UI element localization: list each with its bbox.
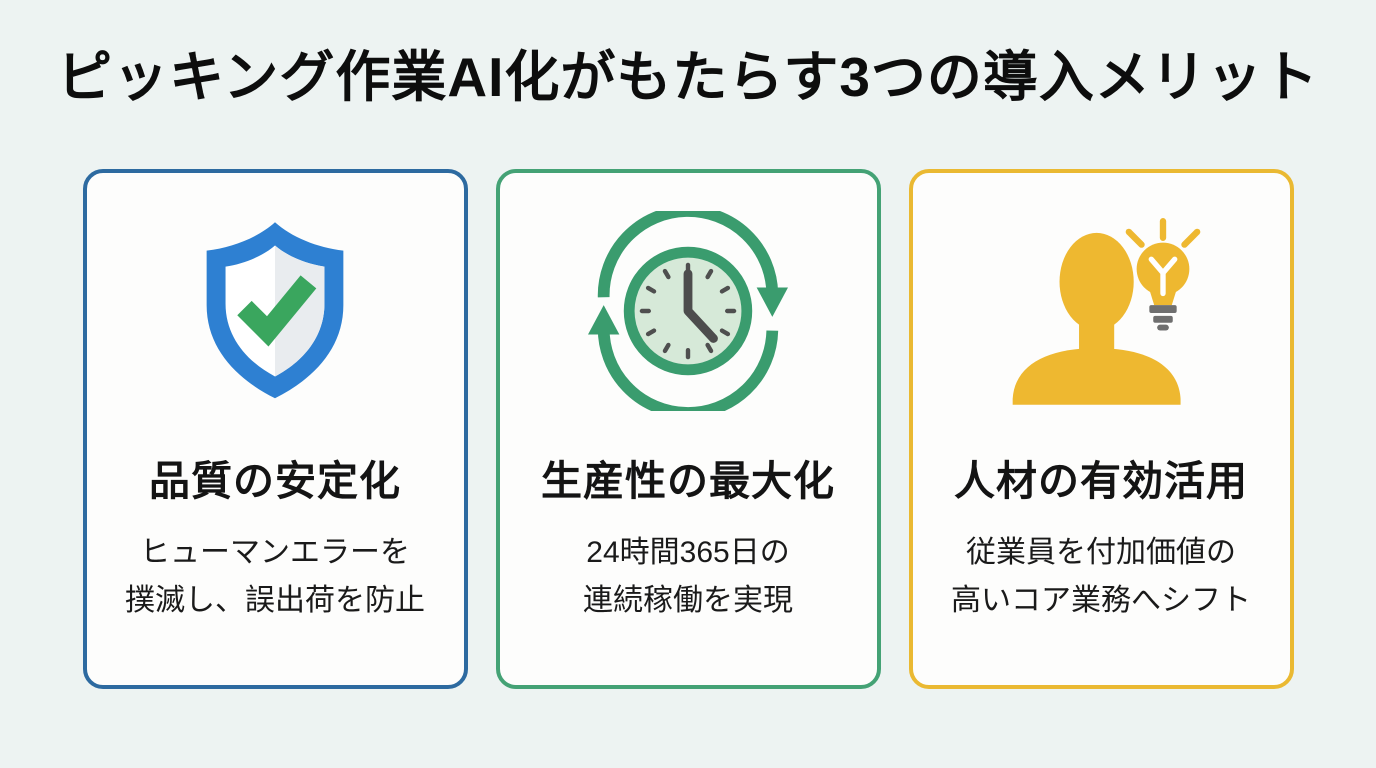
- benefit-cards-row: 品質の安定化 ヒューマンエラーを 撲滅し、誤出荷を防止: [0, 169, 1376, 690]
- card-quality-desc-line1: ヒューマンエラーを: [140, 536, 410, 570]
- clock-cycle-icon: [588, 211, 788, 412]
- card-productivity: 生産性の最大化 24時間365日の 連続稼働を実現: [495, 169, 881, 690]
- card-productivity-desc-line1: 24時間365日の: [586, 536, 790, 570]
- card-talent-desc-line1: 従業員を付加価値の: [966, 536, 1236, 570]
- card-quality-title: 品質の安定化: [149, 458, 401, 505]
- page-title: ピッキング作業AI化がもたらす3つの導入メリット: [57, 46, 1319, 108]
- card-talent-icon-area: [913, 209, 1290, 413]
- card-productivity-desc-line2: 連続稼働を実現: [583, 583, 793, 617]
- card-quality-desc-line2: 撲滅し、誤出荷を防止: [125, 583, 425, 617]
- card-quality: 品質の安定化 ヒューマンエラーを 撲滅し、誤出荷を防止: [82, 169, 468, 690]
- shield-check-icon: [206, 222, 344, 399]
- card-talent-description: 従業員を付加価値の 高いコア業務へシフト: [913, 529, 1290, 624]
- card-productivity-icon-area: [500, 209, 877, 413]
- card-quality-icon-area: [87, 209, 464, 413]
- card-talent-desc-line2: 高いコア業務へシフト: [951, 583, 1251, 617]
- person-lightbulb-icon: [1012, 218, 1200, 405]
- card-productivity-title: 生産性の最大化: [541, 458, 835, 505]
- card-quality-description: ヒューマンエラーを 撲滅し、誤出荷を防止: [87, 529, 464, 624]
- card-productivity-description: 24時間365日の 連続稼働を実現: [500, 529, 877, 624]
- card-talent-title: 人材の有効活用: [954, 458, 1248, 505]
- card-talent: 人材の有効活用 従業員を付加価値の 高いコア業務へシフト: [908, 169, 1294, 690]
